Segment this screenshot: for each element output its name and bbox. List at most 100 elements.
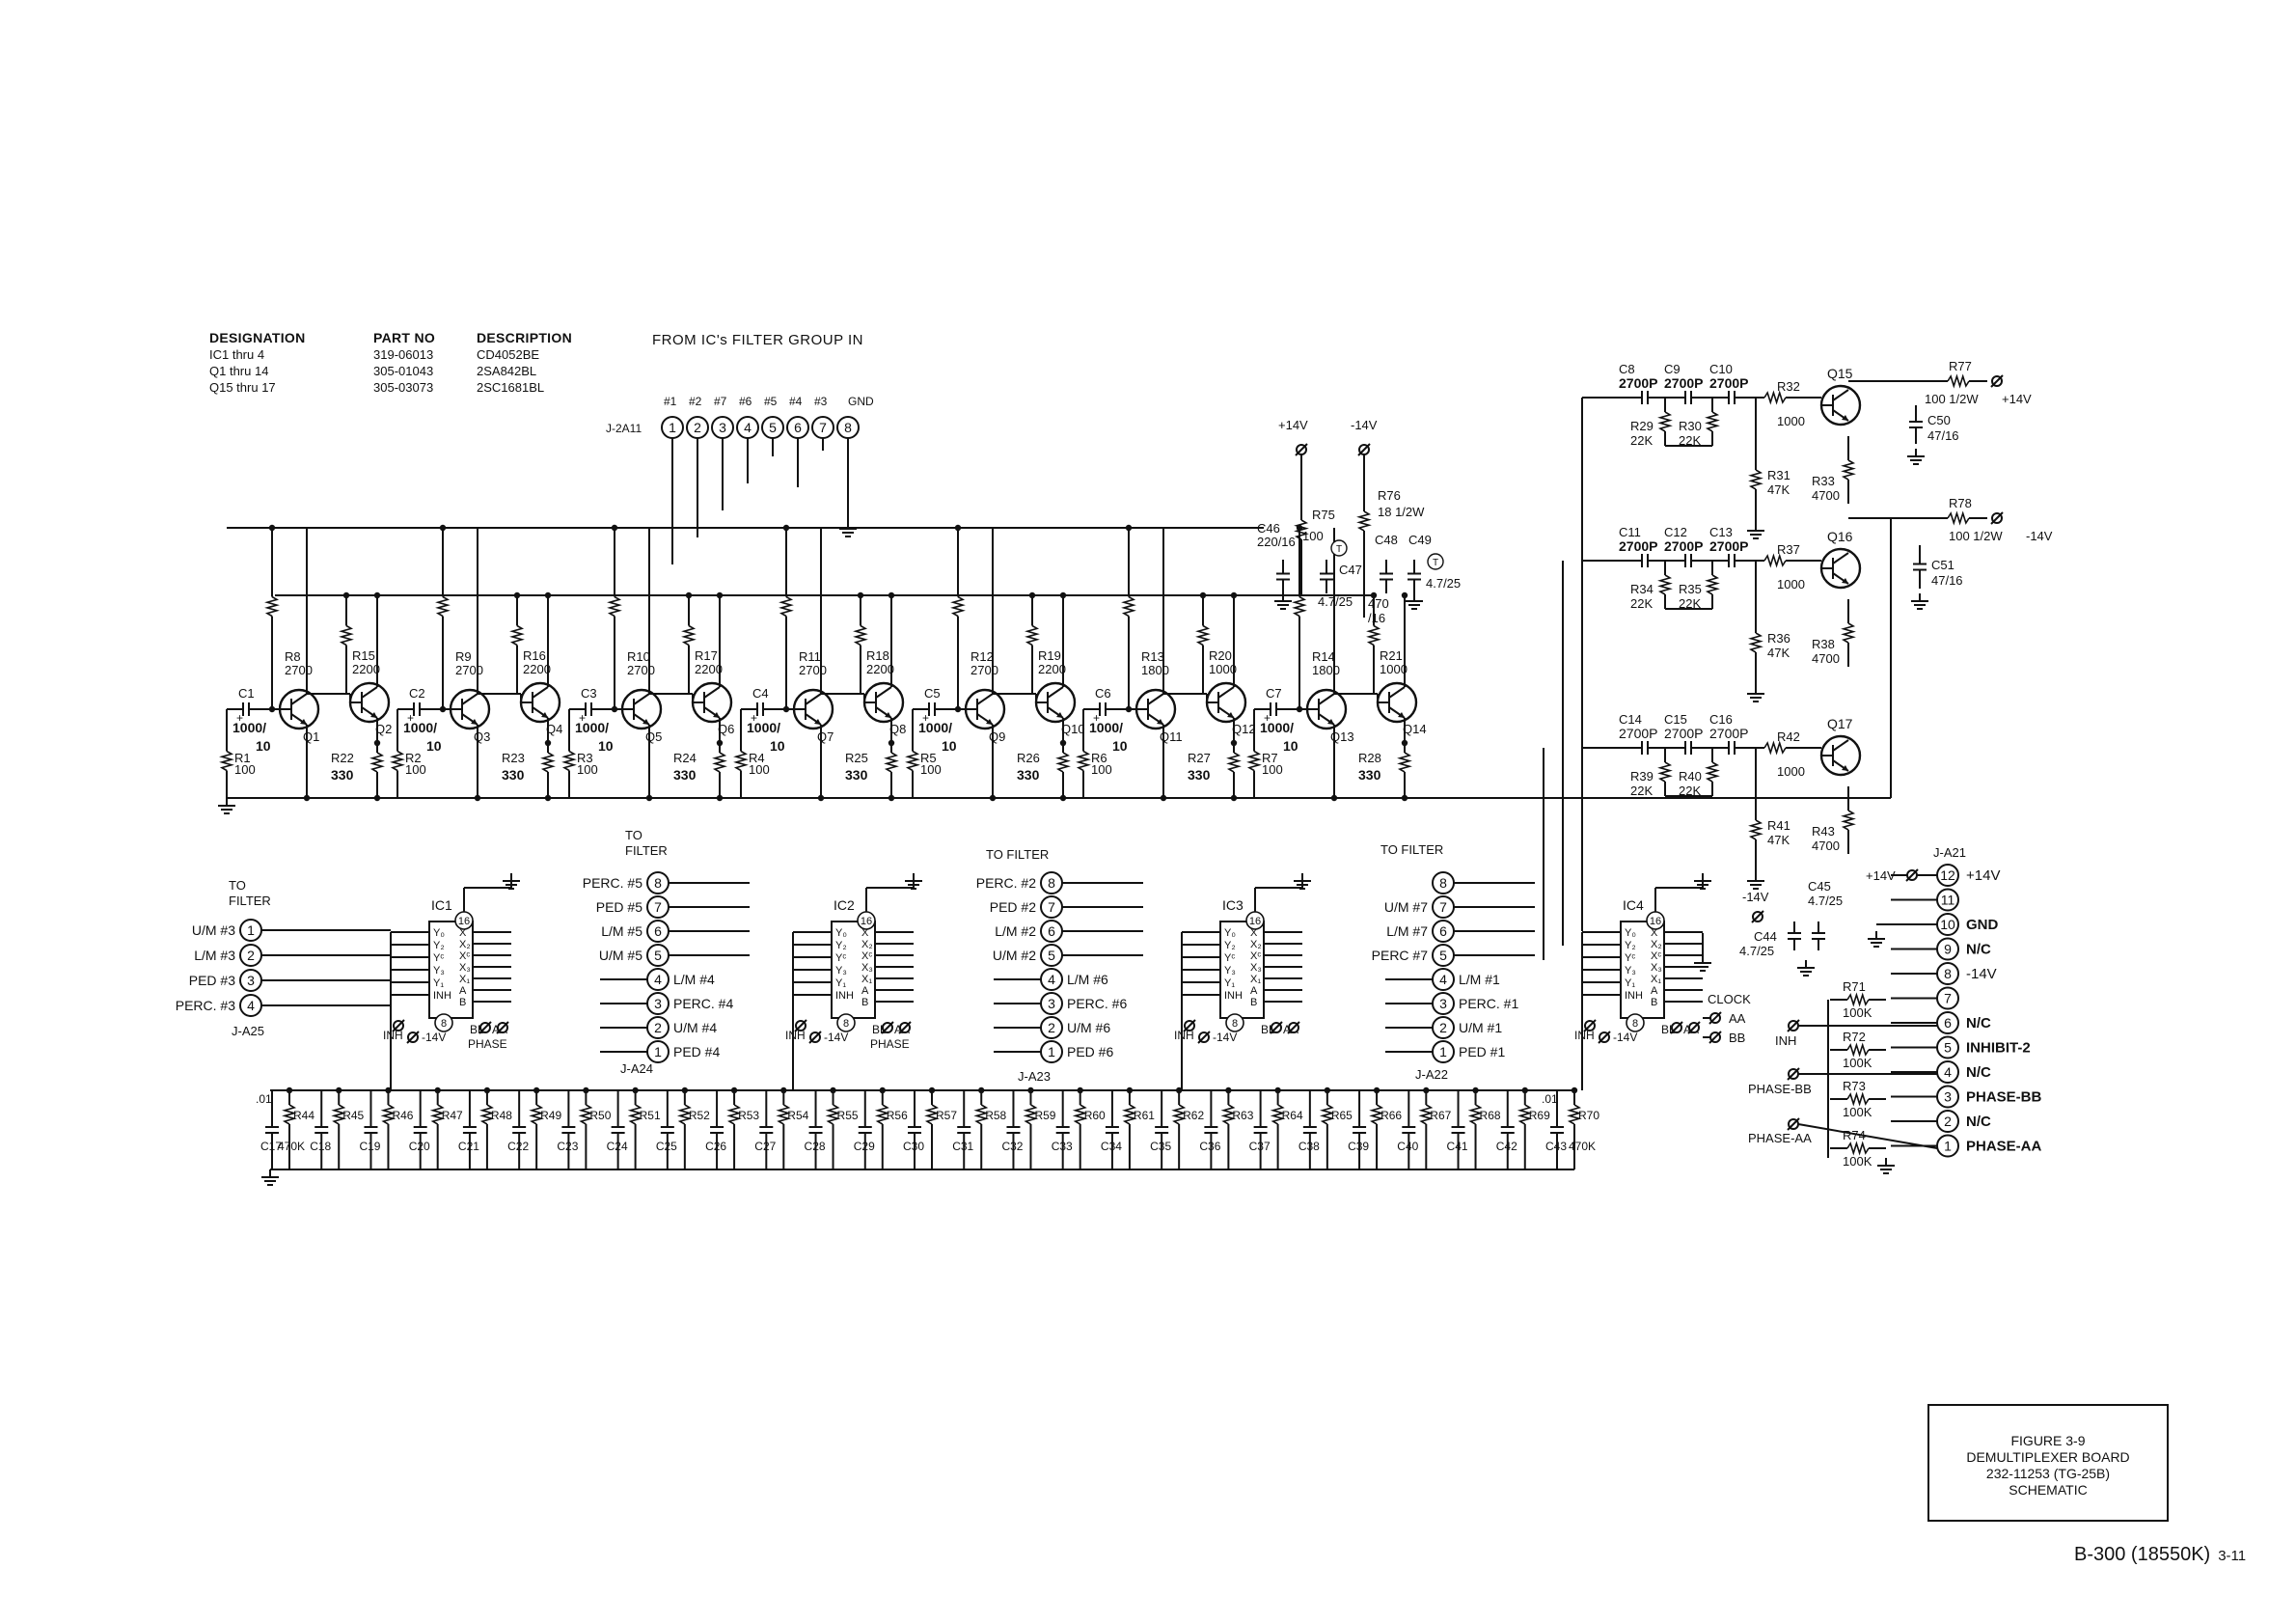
resistor-value: 2200 bbox=[695, 662, 723, 676]
resistor bbox=[1841, 622, 1856, 644]
resistor-value: 100 1/2W bbox=[1949, 529, 2003, 543]
pin-number: 1 bbox=[1944, 1139, 1952, 1154]
ic-chip bbox=[1620, 921, 1665, 1019]
resistor-label: R19 bbox=[1038, 648, 1061, 663]
resistor-label: R50 bbox=[589, 1109, 611, 1122]
resistor-label: R28 bbox=[1358, 751, 1381, 765]
resistor-label: R8 bbox=[285, 649, 301, 664]
resistor bbox=[540, 752, 556, 773]
transistor-icon bbox=[361, 686, 378, 699]
model-ref: B-300 (18550K) bbox=[2074, 1544, 2211, 1565]
junction-dot bbox=[1370, 591, 1378, 599]
connector-label: J-A25 bbox=[232, 1024, 264, 1038]
junction-dot bbox=[373, 591, 381, 599]
connector-signal-label: L/M #3 bbox=[194, 948, 235, 963]
resistor-label: R21 bbox=[1380, 648, 1403, 663]
resistor-value: 1800 bbox=[1141, 663, 1169, 677]
capacitor-value: 4.7/25 bbox=[1739, 944, 1774, 958]
capacitor-label: C2 bbox=[409, 686, 425, 701]
resistor bbox=[874, 1104, 890, 1125]
pin-number: 7 bbox=[1944, 991, 1952, 1006]
transistor-label: Q3 bbox=[474, 729, 490, 744]
terminal-icon bbox=[1287, 1021, 1300, 1034]
resistor-value: 2700 bbox=[627, 663, 655, 677]
resistor-value: 100 bbox=[1091, 762, 1112, 777]
capacitor-value: 4.7/25 bbox=[1426, 576, 1461, 591]
resistor-label: R41 bbox=[1767, 818, 1790, 833]
wire bbox=[1797, 1123, 1938, 1149]
resistor-label: R31 bbox=[1767, 468, 1790, 482]
resistor bbox=[853, 624, 868, 646]
terminal-icon bbox=[808, 1031, 822, 1044]
resistor-value: 2200 bbox=[352, 662, 380, 676]
resistor-value: 100 bbox=[1302, 529, 1324, 543]
table-cell: CD4052BE bbox=[477, 347, 540, 362]
junction-dot bbox=[1230, 591, 1238, 599]
capacitor-label: C50 bbox=[1927, 413, 1951, 427]
ic-pin-label: INH bbox=[835, 990, 854, 1002]
terminal-icon bbox=[1598, 1031, 1611, 1044]
resistor-value: 100 bbox=[234, 762, 256, 777]
junction-dot bbox=[1401, 591, 1408, 599]
resistor-label: R29 bbox=[1630, 419, 1654, 433]
table-header-designation: DESIGNATION bbox=[209, 330, 306, 345]
pin-label: #7 bbox=[714, 395, 727, 408]
transistor-arrow-icon bbox=[1327, 719, 1334, 725]
resistor-label: R14 bbox=[1312, 649, 1335, 664]
junction-dot bbox=[611, 705, 618, 713]
capacitor-label: C26 bbox=[705, 1140, 726, 1153]
transistor-arrow-icon bbox=[1056, 712, 1063, 718]
terminal-icon bbox=[1670, 1021, 1683, 1034]
pin-number: 8 bbox=[1439, 875, 1447, 891]
pin-number: 4 bbox=[1048, 972, 1055, 987]
connector-signal-label: N/C bbox=[1966, 1064, 1991, 1081]
connector-signal-label: L/M #6 bbox=[1067, 972, 1108, 987]
junction-dot bbox=[879, 1087, 886, 1094]
transistor-icon bbox=[1832, 739, 1849, 752]
terminal-icon bbox=[1751, 910, 1764, 923]
terminal-icon bbox=[1357, 443, 1371, 456]
ic-pin-label: Y₂ bbox=[1625, 940, 1636, 951]
ic-pin-label: X₁ bbox=[1250, 974, 1261, 985]
resistor bbox=[733, 750, 749, 772]
capacitor-label: C8 bbox=[1619, 362, 1635, 376]
ic-label: IC2 bbox=[834, 897, 855, 913]
resistor bbox=[1748, 469, 1763, 490]
ic-pin-label: Y₂ bbox=[1224, 940, 1236, 951]
junction-dot bbox=[336, 1087, 342, 1094]
resistor-label: R44 bbox=[293, 1109, 314, 1122]
pin-label: #2 bbox=[689, 395, 702, 408]
transistor-icon bbox=[1217, 686, 1235, 699]
terminal-icon bbox=[794, 1019, 807, 1032]
connector-signal-label: U/M #2 bbox=[993, 948, 1036, 963]
ic-pin-label: X bbox=[1651, 927, 1658, 939]
resistor bbox=[369, 752, 385, 773]
terminal-icon bbox=[881, 1021, 894, 1034]
page-number: 3-11 bbox=[2218, 1548, 2247, 1564]
connector-signal-label: PERC. #1 bbox=[1459, 996, 1518, 1011]
resistor-value: 2700 bbox=[799, 663, 827, 677]
signal-label: INH bbox=[1775, 1033, 1796, 1048]
pin-number: 6 bbox=[1439, 923, 1447, 939]
junction-dot bbox=[1472, 1087, 1479, 1094]
resistor-value: 22K bbox=[1630, 433, 1653, 448]
ic-pin-label: Y₃ bbox=[1224, 965, 1236, 977]
resistor bbox=[380, 1104, 396, 1125]
connector-signal-label: PERC. #5 bbox=[583, 875, 642, 891]
connector-signal-label: GND bbox=[1966, 917, 1999, 933]
pin-number: 5 bbox=[769, 420, 777, 435]
resistor-label: R76 bbox=[1378, 488, 1401, 503]
ic-pin-marker bbox=[1626, 1013, 1645, 1032]
terminal-icon bbox=[898, 1021, 912, 1034]
filter-group-header: FROM IC's FILTER GROUP IN bbox=[652, 332, 863, 348]
resistor-value: 2200 bbox=[1038, 662, 1066, 676]
resistor-label: R65 bbox=[1331, 1109, 1353, 1122]
table-row: Q15 thru 17 305-03073 2SC1681BL bbox=[209, 379, 572, 396]
resistor bbox=[1366, 624, 1381, 646]
connector-signal-label: PERC. #2 bbox=[976, 875, 1036, 891]
connector-label: J-A23 bbox=[1018, 1069, 1051, 1084]
junction-dot bbox=[716, 794, 724, 802]
ic-pin-label: X₃ bbox=[459, 962, 471, 974]
connector-signal-label: U/M #6 bbox=[1067, 1020, 1110, 1035]
ic-pin-number: 16 bbox=[1249, 916, 1261, 927]
